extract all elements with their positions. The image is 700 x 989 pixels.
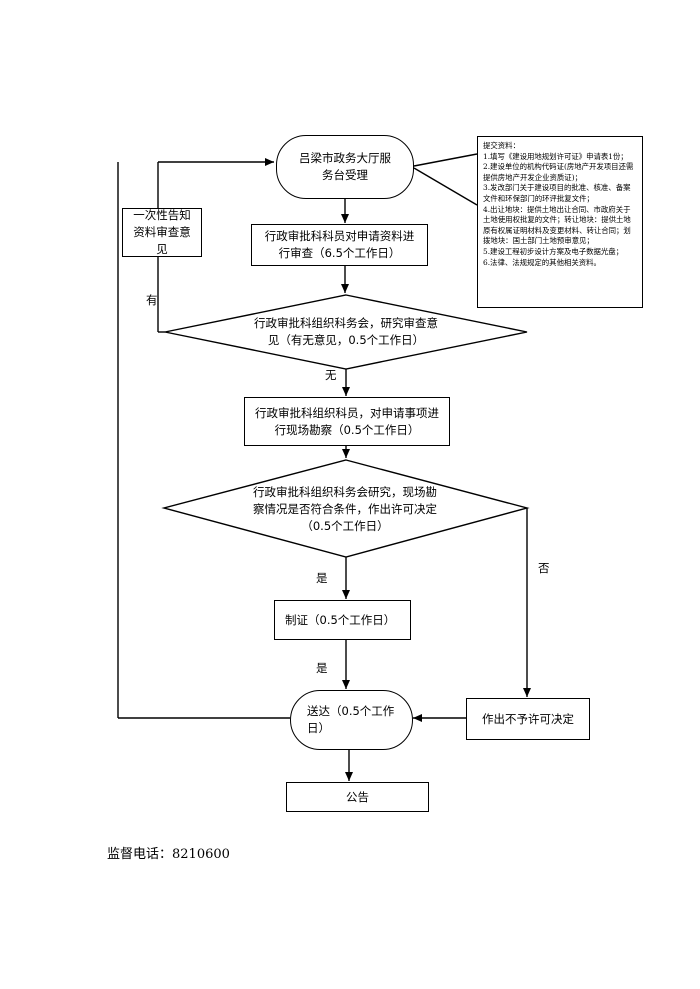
review-node: 行政审批科科员对申请资料进行审查（6.5个工作日） [251, 224, 428, 266]
certify-node: 制证（0.5个工作日） [274, 600, 411, 640]
materials-item: 5.建设工程初步设计方案及电子数据光盘； [483, 246, 624, 256]
materials-item: 3.发改部门关于建设项目的批准、核准、备案文件和环保部门的环评批复文件； [483, 183, 631, 203]
label-fou: 否 [538, 561, 550, 575]
label-shi-1: 是 [316, 571, 328, 585]
accept-text: 吕梁市政务大厅服务台受理 [299, 151, 391, 182]
materials-title: 提交资料： [483, 141, 520, 150]
announce-text: 公告 [346, 789, 369, 804]
review-text: 行政审批科科员对申请资料进行审查（6.5个工作日） [264, 229, 415, 260]
label-wu: 无 [325, 368, 337, 382]
meeting2-text: 行政审批科组织科务会研究，现场勘察情况是否符合条件，作出许可决定（0.5个工作日… [253, 484, 437, 533]
inspect-text: 行政审批科组织科员，对申请事项进行现场勘察（0.5个工作日） [255, 405, 439, 437]
supervision-phone: 监督电话：8210600 [107, 847, 230, 862]
notify-node: 一次性告知资料审查意见 [122, 208, 202, 257]
deliver-node: 送达（0.5个工作日） [290, 690, 413, 750]
meeting1-text-box: 行政审批科组织科务会，研究审查意见（有无意见，0.5个工作日） [250, 314, 442, 350]
materials-item: 2.建设单位的机构代码证(房地产开发项目还需提供房地产开发企业资质证)； [483, 162, 634, 182]
announce-node: 公告 [286, 782, 429, 812]
materials-item: 4.出让地块：提供土地出让合同、市政府关于土地使用权批复的文件；转让地块：提供土… [483, 204, 631, 246]
label-shi-2: 是 [316, 661, 328, 675]
meeting1-text: 行政审批科组织科务会，研究审查意见（有无意见，0.5个工作日） [254, 316, 438, 347]
materials-box: 提交资料： 1.填写《建设用地规划许可证》申请表1份； 2.建设单位的机构代码证… [477, 136, 643, 308]
label-you: 有 [146, 293, 158, 307]
accept-node: 吕梁市政务大厅服务台受理 [276, 135, 414, 199]
deliver-text: 送达（0.5个工作日） [307, 704, 395, 735]
meeting2-text-box: 行政审批科组织科务会研究，现场勘察情况是否符合条件，作出许可决定（0.5个工作日… [252, 485, 438, 533]
materials-item: 1.填写《建设用地规划许可证》申请表1份； [483, 151, 628, 161]
reject-text: 作出不予许可决定 [482, 711, 574, 726]
reject-node: 作出不予许可决定 [466, 698, 590, 740]
certify-text: 制证（0.5个工作日） [285, 612, 396, 627]
materials-item: 6.法律、法规规定的其他相关资料。 [483, 257, 601, 267]
notify-text: 一次性告知资料审查意见 [133, 208, 191, 256]
inspect-node: 行政审批科组织科员，对申请事项进行现场勘察（0.5个工作日） [244, 397, 450, 446]
